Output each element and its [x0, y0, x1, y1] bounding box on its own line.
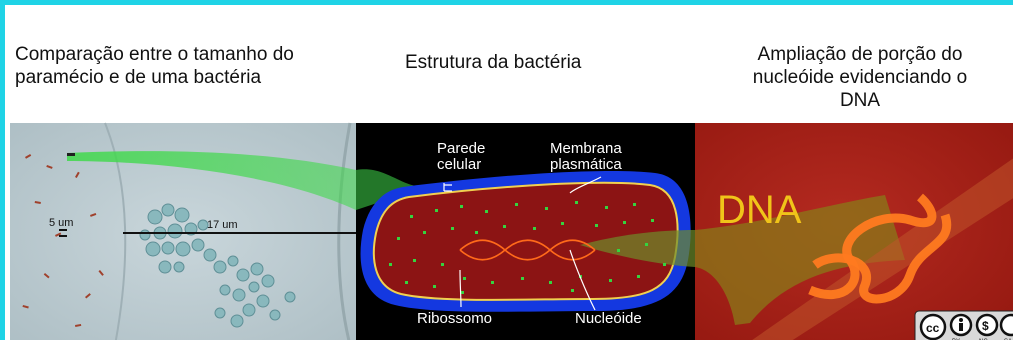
diagram-canvas: 5 um 17 um [5, 5, 1013, 340]
bacteria-structure-panel: Parede celular Membrana plasmática Ribos… [356, 123, 695, 340]
scale-label-small: 5 um [49, 217, 73, 229]
sharealike-icon [1001, 315, 1013, 335]
label-membrana-line-2: plasmática [550, 156, 622, 173]
scale-label-large: 17 um [207, 219, 238, 231]
dna-zoom-panel: DNA cc $ BY NC SA [695, 123, 1013, 340]
label-nucleoide: Nucleóide [575, 310, 642, 327]
paramecium-micrograph: 5 um 17 um [10, 123, 356, 340]
cc-text: cc [926, 321, 940, 335]
dna-title: DNA [717, 188, 802, 232]
label-ribossomo: Ribossomo [417, 310, 492, 327]
bacterium-marker [67, 153, 75, 156]
label-membrana-line-1: Membrana [550, 140, 622, 157]
cc-license-badge: cc $ BY NC SA [915, 311, 1013, 340]
svg-text:$: $ [982, 319, 989, 333]
label-parede-line-2: celular [437, 156, 481, 173]
label-parede-line-1: Parede [437, 140, 485, 157]
